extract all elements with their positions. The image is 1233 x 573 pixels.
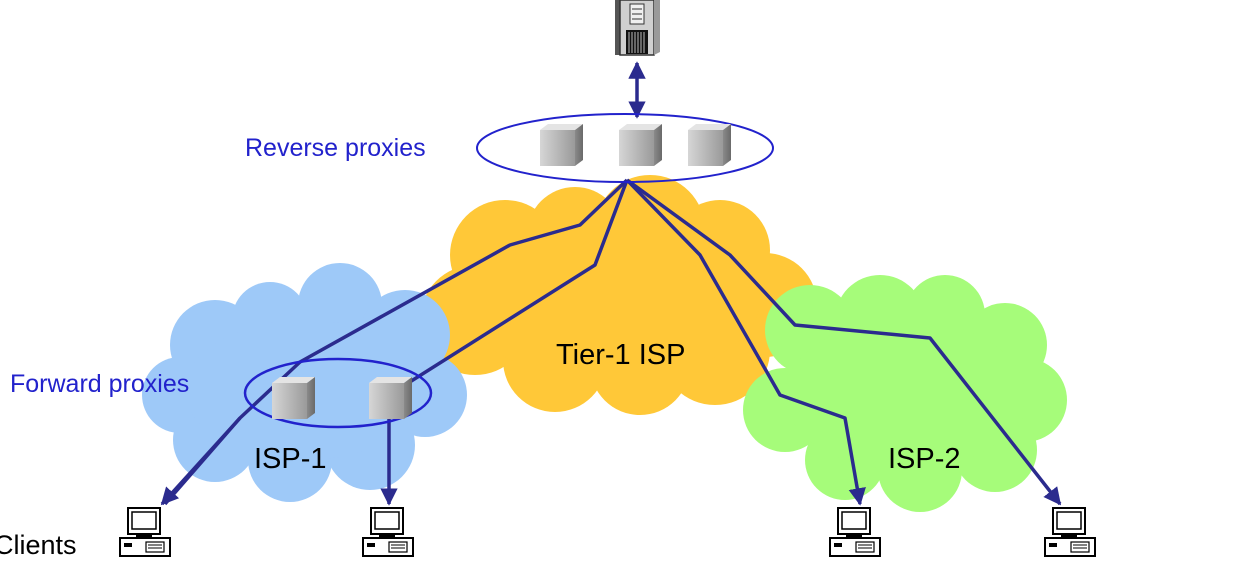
reverse-proxies-label: Reverse proxies [245,134,426,162]
client-computer-icon-1 [119,507,171,557]
forward-proxy-icon-1 [272,377,315,419]
client-computer-icon-2 [362,507,414,557]
isp-2-label: ISP-2 [888,443,961,475]
client-computer-icon-4 [1044,507,1096,557]
tier1-isp-label: Tier-1 ISP [556,339,685,371]
forward-proxy-group-outline [243,357,433,429]
forward-proxies-label: Forward proxies [10,370,189,398]
forward-proxy-icon-2 [369,377,412,419]
tier1-isp-cloud [420,175,817,415]
isp-2-cloud [743,275,1067,512]
reverse-proxy-group-outline [476,113,774,183]
reverse-proxy-icon-2 [619,124,662,166]
client-computer-icon-3 [829,507,881,557]
clients-label: Clients [0,530,77,560]
isp-1-label: ISP-1 [254,443,327,475]
origin-server-icon [615,0,660,56]
reverse-proxy-icon-1 [540,124,583,166]
reverse-proxy-icon-3 [688,124,731,166]
